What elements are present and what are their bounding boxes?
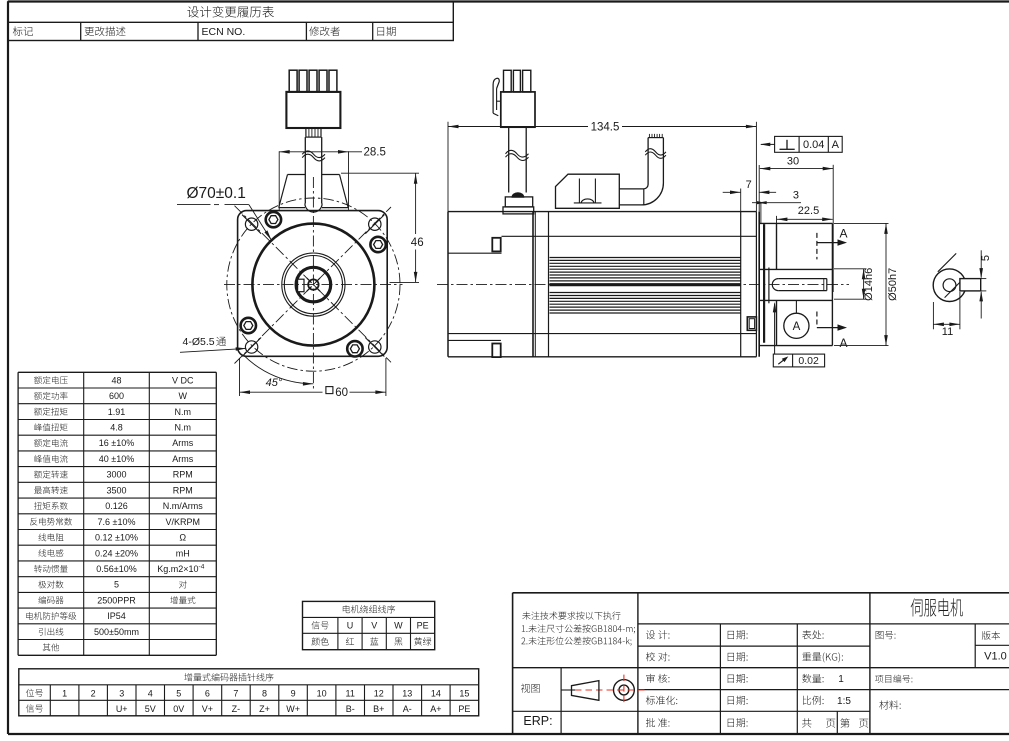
svg-text:mH: mH bbox=[176, 548, 190, 558]
svg-text:V/KRPM: V/KRPM bbox=[166, 517, 201, 527]
svg-text:B+: B+ bbox=[373, 704, 384, 714]
svg-text:8: 8 bbox=[262, 688, 267, 698]
svg-text:1.91: 1.91 bbox=[108, 407, 126, 417]
svg-text:2500PPR: 2500PPR bbox=[97, 595, 136, 605]
svg-text:4: 4 bbox=[148, 688, 153, 698]
svg-text:1: 1 bbox=[62, 688, 67, 698]
svg-text:V1.0: V1.0 bbox=[984, 650, 1007, 662]
svg-text:V: V bbox=[371, 621, 377, 631]
svg-text:N.m/Arms: N.m/Arms bbox=[163, 501, 203, 511]
svg-text:Ø50h7: Ø50h7 bbox=[887, 268, 899, 301]
svg-text:11: 11 bbox=[942, 326, 953, 338]
svg-text:1: 1 bbox=[838, 674, 844, 685]
svg-text:30: 30 bbox=[787, 155, 799, 167]
svg-text:N.m: N.m bbox=[175, 407, 192, 417]
svg-text:10: 10 bbox=[317, 688, 327, 698]
svg-text:0.12 ±10%: 0.12 ±10% bbox=[95, 533, 138, 543]
svg-text:W: W bbox=[179, 391, 188, 401]
svg-text:3000: 3000 bbox=[106, 470, 126, 480]
svg-text:134.5: 134.5 bbox=[591, 121, 620, 133]
svg-text:A: A bbox=[839, 336, 847, 350]
svg-text:500±50mm: 500±50mm bbox=[94, 627, 139, 637]
svg-text:5: 5 bbox=[980, 255, 992, 261]
svg-text:U+: U+ bbox=[116, 704, 128, 714]
svg-text:7.6 ±10%: 7.6 ±10% bbox=[98, 517, 136, 527]
svg-text:IP54: IP54 bbox=[107, 611, 126, 621]
svg-text:0.24 ±20%: 0.24 ±20% bbox=[95, 548, 138, 558]
svg-text:2: 2 bbox=[91, 688, 96, 698]
svg-text:45°: 45° bbox=[266, 377, 283, 389]
svg-text:Arms: Arms bbox=[172, 438, 193, 448]
svg-text:1:5: 1:5 bbox=[837, 696, 851, 707]
svg-text:3: 3 bbox=[119, 688, 124, 698]
svg-text:A-: A- bbox=[403, 704, 412, 714]
svg-text:0V: 0V bbox=[173, 704, 184, 714]
svg-text:A: A bbox=[832, 139, 840, 151]
svg-text:5: 5 bbox=[114, 580, 119, 590]
svg-text:5: 5 bbox=[176, 688, 181, 698]
svg-text:V DC: V DC bbox=[172, 375, 194, 385]
svg-text:0.126: 0.126 bbox=[105, 501, 128, 511]
svg-text:5V: 5V bbox=[145, 704, 156, 714]
svg-text:Ø70±0.1: Ø70±0.1 bbox=[187, 185, 246, 202]
svg-text:12: 12 bbox=[374, 688, 384, 698]
svg-text:W: W bbox=[394, 621, 403, 631]
svg-text:40 ±10%: 40 ±10% bbox=[99, 454, 134, 464]
svg-text:28.5: 28.5 bbox=[364, 147, 386, 159]
svg-text:13: 13 bbox=[402, 688, 412, 698]
svg-text:7: 7 bbox=[233, 688, 238, 698]
svg-text:15: 15 bbox=[459, 688, 469, 698]
svg-text:0.56±10%: 0.56±10% bbox=[96, 564, 136, 574]
svg-text:4-Ø5.5: 4-Ø5.5 bbox=[183, 336, 215, 348]
svg-text:60: 60 bbox=[335, 387, 348, 399]
svg-text:RPM: RPM bbox=[173, 485, 193, 495]
svg-text:3: 3 bbox=[793, 190, 799, 202]
svg-text:6: 6 bbox=[205, 688, 210, 698]
svg-text:PE: PE bbox=[458, 704, 470, 714]
svg-text:3500: 3500 bbox=[106, 485, 126, 495]
svg-text:ECN NO.: ECN NO. bbox=[202, 26, 246, 38]
svg-text:Arms: Arms bbox=[172, 454, 193, 464]
svg-text:4.8: 4.8 bbox=[110, 423, 123, 433]
svg-text:A: A bbox=[839, 226, 847, 240]
svg-text:U: U bbox=[347, 621, 354, 631]
svg-text:A: A bbox=[793, 321, 801, 333]
svg-text:0.02: 0.02 bbox=[798, 355, 819, 367]
svg-text:N.m: N.m bbox=[175, 423, 192, 433]
svg-text:B-: B- bbox=[346, 704, 355, 714]
svg-text:48: 48 bbox=[111, 375, 121, 385]
svg-text:Ω: Ω bbox=[179, 533, 186, 543]
svg-text:Z+: Z+ bbox=[259, 704, 270, 714]
svg-text:46: 46 bbox=[411, 237, 424, 249]
svg-text:11: 11 bbox=[346, 688, 355, 698]
svg-text:22.5: 22.5 bbox=[798, 205, 819, 217]
svg-text:ERP:: ERP: bbox=[523, 714, 552, 728]
svg-text:7: 7 bbox=[746, 179, 752, 191]
svg-text:Z-: Z- bbox=[232, 704, 241, 714]
svg-text:Kg.m2×10-4: Kg.m2×10-4 bbox=[157, 564, 204, 575]
svg-text:V+: V+ bbox=[202, 704, 213, 714]
svg-text:PE: PE bbox=[417, 621, 429, 631]
svg-text:W+: W+ bbox=[286, 704, 300, 714]
svg-text:A+: A+ bbox=[430, 704, 441, 714]
svg-text:0.04: 0.04 bbox=[803, 139, 824, 151]
svg-text:RPM: RPM bbox=[173, 470, 193, 480]
svg-text:14: 14 bbox=[431, 688, 441, 698]
svg-text:16 ±10%: 16 ±10% bbox=[99, 438, 134, 448]
svg-text:Ø14h6: Ø14h6 bbox=[863, 268, 875, 301]
svg-text:600: 600 bbox=[109, 391, 124, 401]
svg-text:9: 9 bbox=[291, 688, 296, 698]
